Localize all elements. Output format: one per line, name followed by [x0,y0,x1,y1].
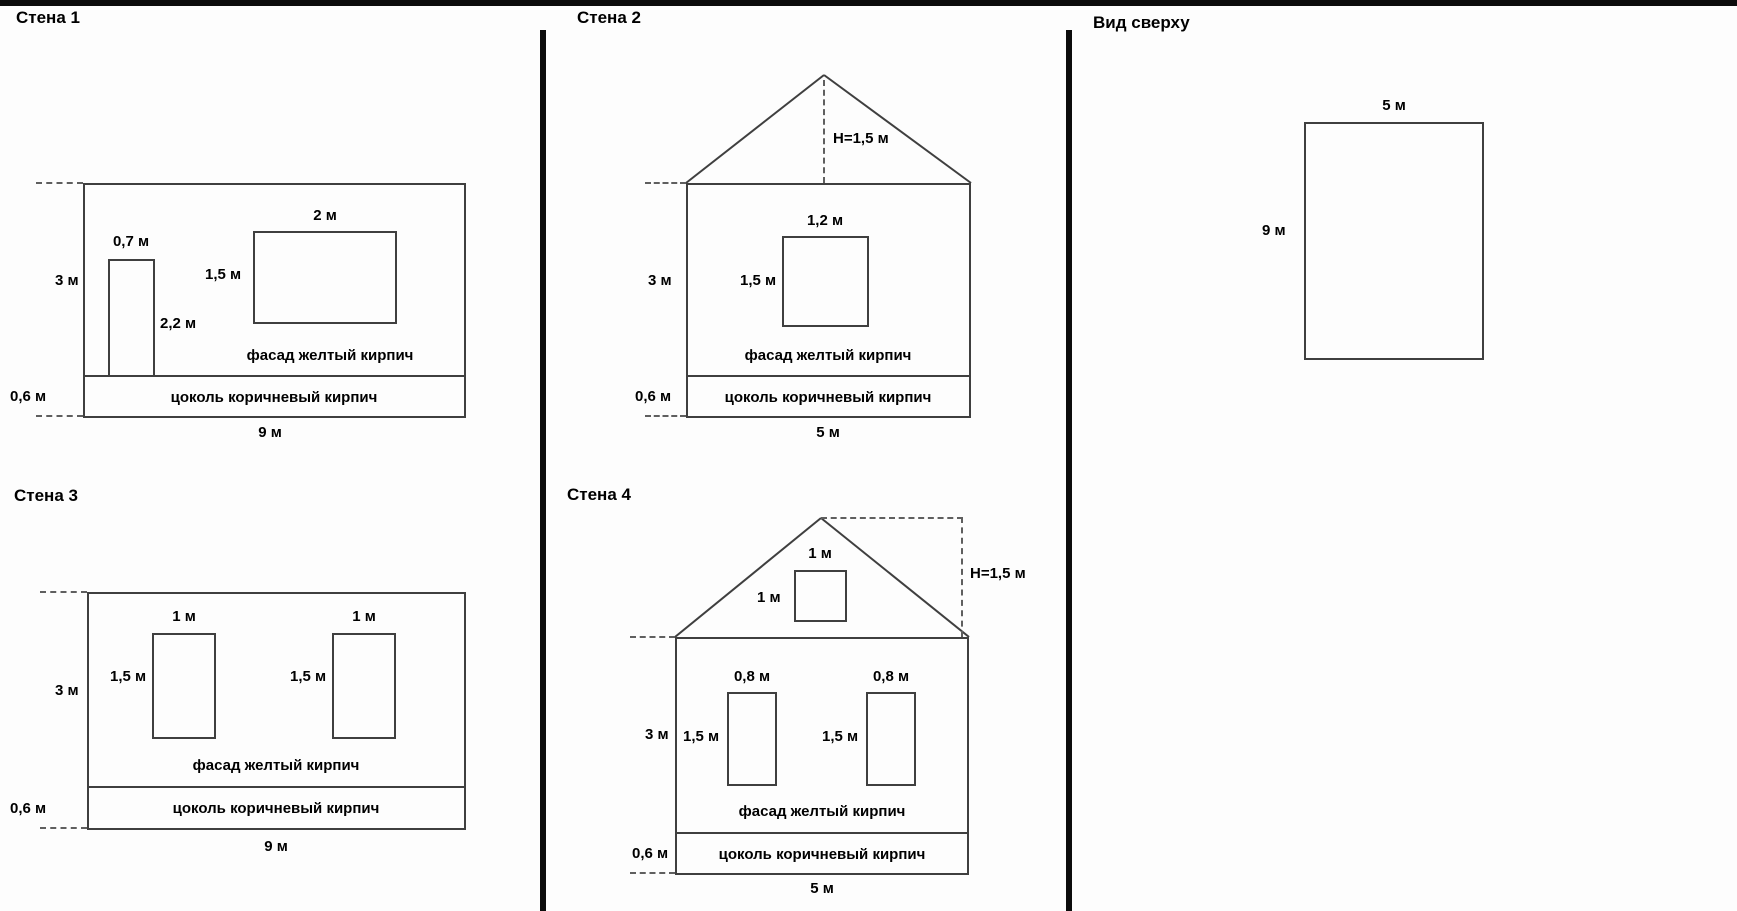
wall4-title: Стена 4 [567,485,631,504]
wall3-plinth-material-label: цоколь коричневый кирпич [172,800,380,817]
wall3-facade-rect [87,592,466,788]
wall4-roof-height-label: H=1,5 м [970,565,1026,582]
wall2-window-rect [782,236,869,327]
wall3-facade-material-label: фасад желтый кирпич [192,757,360,774]
wall4-roof-left-slope [674,517,822,638]
wall3-window2-rect [332,633,396,739]
wall1-door-height-label: 2,2 м [160,315,197,332]
wall3-window2-height-label: 1,5 м [290,668,327,685]
wall2-plinth-material-label: цоколь коричневый кирпич [724,389,932,406]
wall2-window-height-label: 1,5 м [740,272,777,289]
wall4-attic-window-height-label: 1 м [757,589,781,606]
wall1-plinth-rect [83,377,466,418]
wall2-width-label: 5 м [816,424,840,441]
wall2-roof-right-slope [823,74,972,184]
wall4-facade-rect [675,637,969,834]
wall3-plinth-rect [87,788,466,830]
top-view-title: Вид сверху [1093,13,1190,32]
wall3-dashed-extension-bottom [40,827,87,829]
wall4-window2-rect [866,692,916,786]
horizontal-divider-line [0,0,1737,6]
wall3-window2-width-label: 1 м [352,608,376,625]
wall3-plinth-height-label: 0,6 м [10,800,47,817]
wall4-roof [674,517,970,638]
wall4-plinth-material-label: цоколь коричневый кирпич [718,846,926,863]
wall4-attic-window-rect [794,570,847,622]
wall4-roof-height-dashed-vertical [961,517,963,637]
wall2-title: Стена 2 [577,8,641,27]
wall1-door-rect [108,259,155,377]
top-view-width-label: 5 м [1382,97,1406,114]
wall2-plinth-height-label: 0,6 м [635,388,672,405]
wall4-roof-height-dashed-horizontal [821,517,963,519]
wall3-width-label: 9 м [264,838,288,855]
vertical-divider-line-1 [540,30,546,911]
wall4-dashed-extension-bottom [630,872,675,874]
wall2-roof [685,74,972,184]
wall4-window2-width-label: 0,8 м [872,668,910,685]
wall1-window-rect [253,231,397,324]
wall2-plinth-rect [686,377,971,418]
wall1-window-height-label: 1,5 м [205,266,242,283]
wall3-dashed-extension-top [40,591,87,593]
wall1-facade-rect [83,183,466,377]
wall4-plinth-height-label: 0,6 м [632,845,669,862]
top-view-depth-label: 9 м [1262,222,1286,239]
wall2-height-label: 3 м [648,272,672,289]
wall1-dashed-extension-top [36,182,83,184]
wall2-roof-left-slope [685,74,825,184]
wall4-window1-height-label: 1,5 м [683,728,720,745]
wall1-door-width-label: 0,7 м [112,233,150,250]
wall3-height-label: 3 м [55,682,79,699]
wall4-attic-window-width-label: 1 м [808,545,832,562]
wall3-window1-width-label: 1 м [172,608,196,625]
wall2-roof-height-dashed-line [823,80,825,183]
wall1-height-label: 3 м [55,272,79,289]
wall1-width-label: 9 м [258,424,282,441]
wall4-dashed-extension-top [630,636,675,638]
wall4-roof-right-slope [820,517,970,638]
wall2-window-width-label: 1,2 м [806,212,844,229]
wall2-roof-height-label: H=1,5 м [833,130,889,147]
wall4-facade-material-label: фасад желтый кирпич [738,803,906,820]
vertical-divider-line-2 [1066,30,1072,911]
wall4-height-label: 3 м [645,726,669,743]
wall3-title: Стена 3 [14,486,78,505]
wall1-title: Стена 1 [16,8,80,27]
wall2-facade-rect [686,183,971,377]
wall2-dashed-extension-bottom [645,415,686,417]
wall4-window1-rect [727,692,777,786]
wall1-dashed-extension-bottom [36,415,83,417]
wall1-window-width-label: 2 м [313,207,337,224]
wall3-window1-rect [152,633,216,739]
wall2-dashed-extension-top [645,182,686,184]
top-view-rect [1304,122,1484,360]
wall4-width-label: 5 м [810,880,834,897]
wall1-plinth-material-label: цоколь коричневый кирпич [170,389,378,406]
wall3-window1-height-label: 1,5 м [110,668,147,685]
wall4-plinth-rect [675,834,969,875]
wall1-plinth-height-label: 0,6 м [10,388,47,405]
wall4-window1-width-label: 0,8 м [733,668,771,685]
wall4-window2-height-label: 1,5 м [822,728,859,745]
wall1-facade-material-label: фасад желтый кирпич [246,347,414,364]
wall2-facade-material-label: фасад желтый кирпич [744,347,912,364]
